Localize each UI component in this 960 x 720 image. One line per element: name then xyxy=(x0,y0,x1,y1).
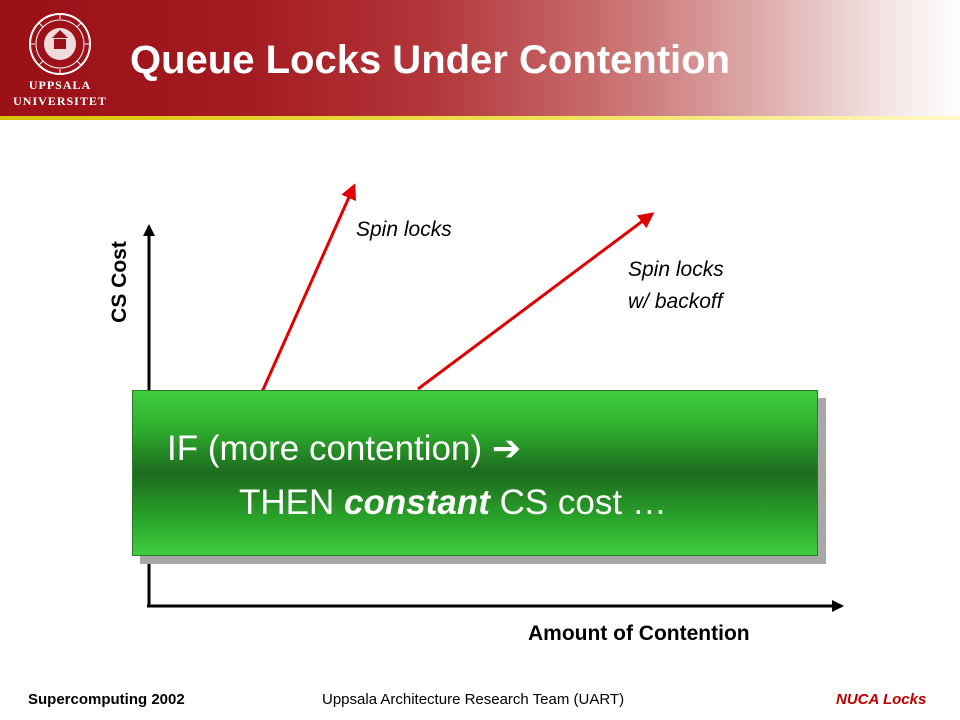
spin-locks-backoff-curve xyxy=(417,212,655,391)
logo-line-1: UPPSALA xyxy=(28,78,92,92)
callout-line-1: IF (more contention) ➔ xyxy=(167,429,521,469)
callout-emphasis: constant xyxy=(344,483,490,522)
spin-locks-backoff-label-line1: Spin locks xyxy=(628,258,724,281)
callout-line-2: THEN constant CS cost … xyxy=(239,483,667,523)
callout-then-suffix: CS cost … xyxy=(489,483,667,522)
spin-locks-backoff-label-line2: w/ backoff xyxy=(628,290,723,313)
spin-locks-backoff-label: Spin locks w/ backoff xyxy=(628,254,724,318)
callout-condition: IF (more contention) xyxy=(167,429,492,468)
logo-line-2: UNIVERSITET xyxy=(13,94,107,108)
spin-locks-curve xyxy=(260,183,357,393)
right-arrow-icon: ➔ xyxy=(491,429,522,468)
footer-topic: NUCA Locks xyxy=(836,691,927,708)
footer-team: Uppsala Architecture Research Team (UART… xyxy=(322,691,625,708)
university-logo: UPPSALA UNIVERSITET xyxy=(12,10,108,110)
footer-conference: Supercomputing 2002 xyxy=(28,691,185,708)
y-axis-label: CS Cost xyxy=(108,241,131,323)
spin-locks-label: Spin locks xyxy=(356,218,452,241)
x-axis-label: Amount of Contention xyxy=(528,622,750,645)
header-divider xyxy=(0,116,960,120)
header-bar xyxy=(0,0,960,116)
callout-box: IF (more contention) ➔ THEN constant CS … xyxy=(132,390,818,556)
callout-then-prefix: THEN xyxy=(239,483,344,522)
seal-icon xyxy=(29,13,91,75)
slide-title: Queue Locks Under Contention xyxy=(130,38,731,82)
